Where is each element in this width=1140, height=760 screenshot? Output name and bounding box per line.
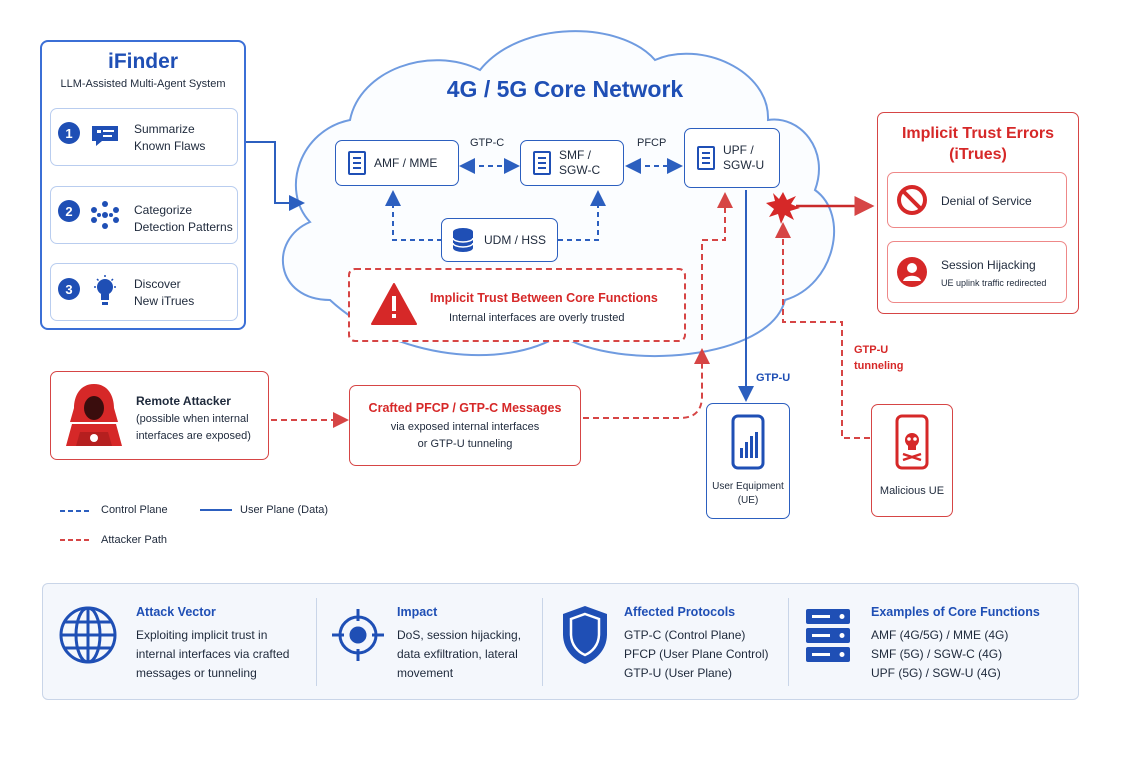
step-number: 2	[58, 200, 80, 222]
prohibited-icon	[896, 184, 928, 216]
lightbulb-icon	[92, 274, 118, 308]
amf-mme-node: AMF / MME	[335, 140, 459, 186]
step-discover	[50, 263, 238, 321]
crafted-messages-line1: via exposed internal interfaces	[390, 421, 540, 433]
malicious-phone-icon	[895, 414, 929, 470]
step-summarize	[50, 108, 238, 166]
divider	[316, 598, 317, 686]
udm-hss-node: UDM / HSS	[441, 218, 558, 262]
summary-panel	[42, 583, 1079, 700]
malicious-ue-label: Malicious UE	[879, 485, 945, 497]
chat-list-icon	[90, 124, 120, 148]
upf-sgwu-node: UPF /SGW-U	[684, 128, 780, 188]
remote-attacker-line1: (possible when internal	[136, 413, 249, 425]
divider	[542, 598, 543, 686]
database-icon	[452, 227, 474, 253]
document-icon	[697, 146, 715, 170]
dos-label: Denial of Service	[941, 194, 1032, 208]
impact-title: Impact	[397, 605, 438, 619]
ifinder-subtitle: LLM-Assisted Multi-Agent System	[60, 78, 226, 90]
step-number: 1	[58, 122, 80, 144]
core-functions-text: AMF (4G/5G) / MME (4G)SMF (5G) / SGW-C (…	[871, 628, 1009, 680]
session-hijacking-label: Session Hijacking	[941, 258, 1036, 272]
remote-attacker-title: Remote Attacker	[136, 394, 231, 408]
remote-attacker-line2: interfaces are exposed)	[136, 430, 251, 442]
legend-attacker-path: Attacker Path	[101, 534, 168, 546]
ue-label: User Equipment(UE)	[712, 481, 784, 506]
explosion-icon	[766, 192, 800, 224]
legend-control-plane: Control Plane	[101, 504, 168, 516]
document-icon	[348, 151, 366, 175]
crafted-messages-box	[349, 385, 581, 466]
server-icon	[804, 607, 852, 663]
divider	[788, 598, 789, 686]
user-icon	[896, 256, 928, 288]
ue-link-label: GTP-U	[756, 372, 791, 384]
target-icon	[330, 607, 386, 663]
affected-protocols-text: GTP-C (Control Plane)PFCP (User Plane Co…	[624, 628, 769, 680]
hacker-icon	[62, 382, 126, 448]
implicit-trust-subtitle: Internal interfaces are overly trusted	[449, 312, 625, 324]
session-hijacking-sub: UE uplink traffic redirected	[941, 278, 1047, 288]
document-icon	[533, 151, 551, 175]
crafted-messages-title: Crafted PFCP / GTP-C Messages	[368, 401, 562, 415]
impact-text: DoS, session hijacking,data exfiltration…	[397, 628, 522, 680]
step-categorize	[50, 186, 238, 244]
phone-icon	[731, 414, 765, 470]
pfcp-label: PFCP	[637, 137, 667, 149]
attack-vector-title: Attack Vector	[136, 605, 216, 619]
ifinder-title: iFinder	[107, 50, 178, 73]
crafted-messages-line2: or GTP-U tunneling	[417, 438, 513, 450]
implicit-trust-title: Implicit Trust Between Core Functions	[430, 291, 658, 305]
globe-icon	[58, 605, 118, 665]
affected-protocols-title: Affected Protocols	[624, 605, 736, 619]
smf-sgwc-node: SMF /SGW-C	[520, 140, 624, 186]
warning-icon	[370, 282, 418, 326]
itrues-title: Implicit Trust Errors(iTrues)	[901, 125, 1055, 163]
step-number: 3	[58, 278, 80, 300]
core-functions-title: Examples of Core Functions	[871, 605, 1040, 619]
gtpc-label: GTP-C	[470, 137, 505, 149]
dots-cluster-icon	[90, 200, 120, 230]
dos-item	[887, 172, 1067, 228]
legend-user-plane: User Plane (Data)	[240, 504, 329, 516]
shield-icon	[560, 604, 610, 666]
core-network-title: 4G / 5G Core Network	[446, 76, 684, 102]
